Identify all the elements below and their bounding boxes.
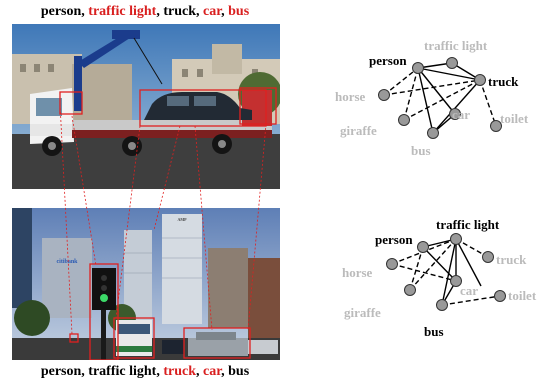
edge-traffic-light-toilet [455,238,482,287]
edge-person-truck [417,67,481,81]
caption-text: traffic light [88,364,157,379]
edge-traffic-light-truck [455,238,489,258]
tow-truck-photo [12,24,280,189]
node-person [417,241,429,253]
caption-highlighted-label: bus [228,4,250,19]
caption-text: , [221,364,229,379]
node-truck [482,251,494,263]
edge-horse-car [391,263,457,282]
caption-text: , [195,364,203,379]
edge-truck-bus [432,79,481,134]
node-giraffe [398,114,410,126]
caption-text: bus [228,364,250,379]
amp-sign: AMP [177,217,187,222]
node-car [450,275,462,287]
label-horse: horse [335,89,366,104]
node-car [449,108,461,120]
caption-text: , [221,4,229,19]
caption-text: person [40,364,82,379]
edge-giraffe-truck [403,79,481,121]
node-traffic-light [446,57,458,69]
node-giraffe [404,284,416,296]
caption-text: , [156,364,164,379]
caption-text: , [81,4,89,19]
label-bus: bus [424,324,444,339]
node-bus [436,299,448,311]
label-traffic-light: traffic light [424,38,488,53]
caption-text: truck [163,4,196,19]
node-bus [427,127,439,139]
label-traffic-light: traffic light [436,217,500,232]
edge-truck-toilet [479,79,497,127]
label-person: person [369,53,407,68]
caption-highlighted-label: traffic light [88,4,157,19]
citibank-sign: citibank [56,259,78,265]
node-traffic-light [450,233,462,245]
city-street-photo: citibank AMP [12,208,280,360]
label-giraffe: giraffe [344,305,381,320]
caption-text: , [156,4,164,19]
caption-highlighted-label: car [202,364,222,379]
node-person [412,62,424,74]
node-toilet [494,290,506,302]
edge-person-car [417,67,456,115]
node-truck [474,74,486,86]
label-car: car [460,283,478,298]
node-horse [378,89,390,101]
label-giraffe: giraffe [340,123,377,138]
top-caption: person, traffic light, truck, car, bus [0,4,290,20]
edge-traffic-light-bus [441,238,457,306]
caption-text: , [81,364,89,379]
label-toilet: toilet [500,111,529,126]
edge-person-bus [417,67,434,134]
caption-text: , [195,4,203,19]
label-truck: truck [496,252,527,267]
label-truck: truck [488,74,519,89]
label-horse: horse [342,265,373,280]
node-horse [386,258,398,270]
bottom-label-graph: person traffic light truck horse giraffe… [342,217,537,339]
bottom-caption: person, traffic light, truck, car, bus [0,364,290,380]
label-car: car [452,107,470,122]
edge-person-car [422,246,457,282]
node-toilet [490,120,502,132]
caption-text: person [40,4,82,19]
label-bus: bus [411,143,431,158]
label-person: person [375,232,413,247]
edge-bus-toilet [441,295,501,306]
edge-giraffe-person [403,67,419,121]
caption-highlighted-label: truck [163,364,196,379]
top-label-graph: person traffic light truck horse giraffe… [335,38,529,158]
edge-horse-person [383,67,419,96]
edge-giraffe-traffic-light [409,238,457,291]
caption-highlighted-label: car [202,4,222,19]
edge-horse-truck [383,79,481,96]
label-toilet: toilet [508,288,537,303]
